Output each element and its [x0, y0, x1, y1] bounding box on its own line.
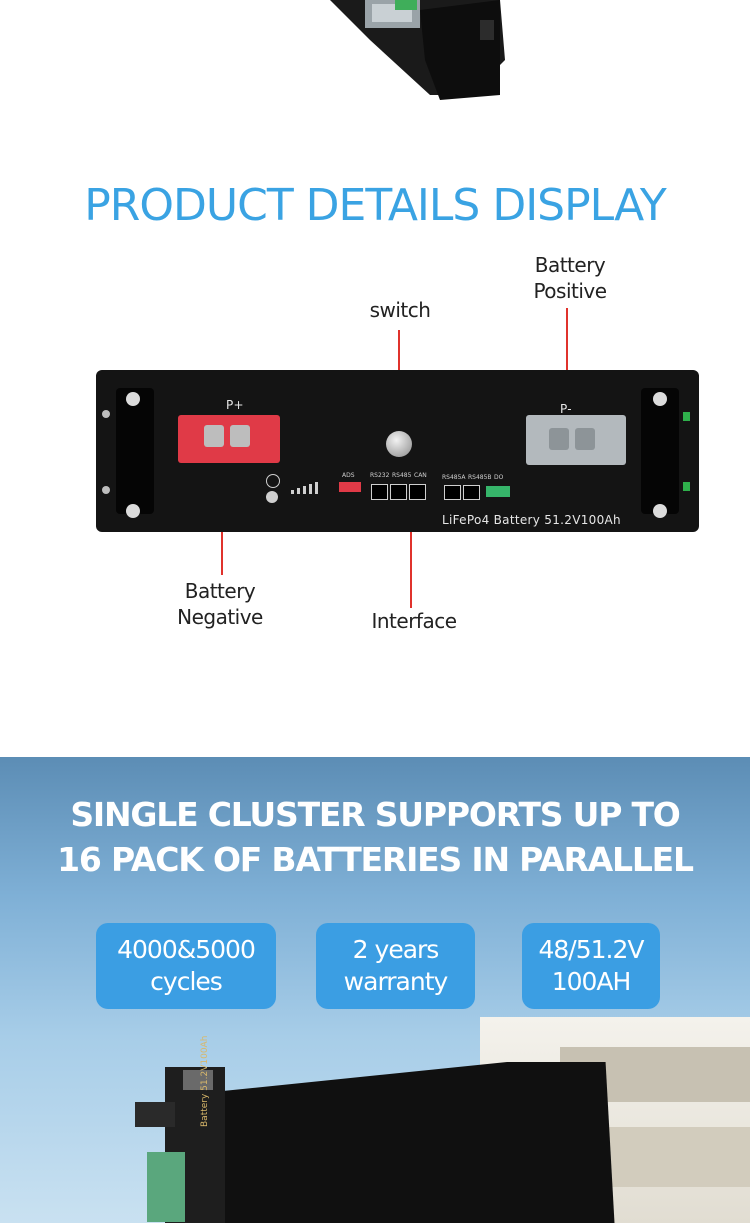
module-side-text: Battery 51.2V100Ah: [200, 1035, 210, 1127]
negative-terminal-bolt-2: [575, 428, 595, 450]
rs485a-label: RS485A: [442, 474, 466, 481]
do-terminal-connector[interactable]: [486, 486, 510, 497]
interface-callout-line: [410, 518, 412, 608]
right-handle-screw-bottom: [653, 504, 667, 518]
right-green-led-bottom: [683, 482, 690, 491]
right-handle-screw-top: [653, 392, 667, 406]
top-battery-image: [0, 0, 750, 110]
positive-terminal-block: [178, 415, 280, 463]
battery-positive-line2: Positive: [533, 279, 607, 303]
building-window-band-2: [590, 1127, 750, 1187]
rs232-port[interactable]: [371, 484, 388, 500]
battery-positive-callout-label: Battery Positive: [500, 252, 640, 304]
panel-model-text: LiFePo4 Battery 51.2V100Ah: [442, 513, 621, 527]
interface-callout-label: Interface: [371, 609, 457, 633]
ads-dip-switch[interactable]: [339, 482, 361, 492]
warranty-badge: 2 years warranty: [316, 923, 475, 1009]
section-title: PRODUCT DETAILS DISPLAY: [84, 180, 666, 231]
left-panel-screw-2: [102, 486, 110, 494]
positive-terminal-bolt-2: [230, 425, 250, 447]
switch-callout-label: switch: [369, 298, 431, 322]
do-label: DO: [494, 474, 504, 481]
right-green-led-top: [683, 412, 690, 421]
ground-symbol-icon: [266, 474, 280, 488]
negative-terminal-label: P-: [560, 402, 572, 416]
positive-terminal-label: P+: [226, 398, 244, 412]
battery-positive-callout-line: [566, 308, 568, 394]
capacity-badge: 48/51.2V 100AH: [522, 923, 660, 1009]
can-port[interactable]: [409, 484, 426, 500]
battery-negative-line1: Battery: [184, 579, 256, 603]
power-switch[interactable]: [386, 431, 412, 457]
cycles-badge: 4000&5000 cycles: [96, 923, 276, 1009]
headline-line-1: SINGLE CLUSTER SUPPORTS UP TO: [70, 795, 681, 834]
capacity-badge-voltage: 48/51.2V: [538, 935, 644, 964]
capacity-badge-amphours: 100AH: [551, 967, 632, 996]
rs232-label: RS232: [370, 472, 390, 479]
cycles-badge-unit: cycles: [150, 967, 223, 996]
battery-positive-line1: Battery: [534, 253, 606, 277]
left-mounting-handle: [116, 388, 154, 514]
negative-terminal-bolt-1: [549, 428, 569, 450]
left-handle-screw-top: [126, 392, 140, 406]
battery-front-panel: P+ ADS RS232 RS485 CAN RS485A RS485B DO …: [96, 370, 699, 532]
left-panel-screw: [102, 410, 110, 418]
headline-line-2: 16 PACK OF BATTERIES IN PARALLEL: [57, 840, 694, 879]
battery-module-image: [135, 1052, 615, 1223]
rs485-port[interactable]: [390, 484, 407, 500]
rs485b-port[interactable]: [463, 485, 480, 500]
right-mounting-handle: [641, 388, 679, 514]
battery-negative-line2: Negative: [177, 605, 263, 629]
ground-screw-icon: [266, 491, 278, 503]
ads-label: ADS: [342, 472, 355, 479]
warranty-badge-unit: warranty: [343, 967, 449, 996]
battery-negative-callout-label: Battery Negative: [150, 578, 290, 630]
rs485b-label: RS485B: [468, 474, 492, 481]
left-handle-screw-bottom: [126, 504, 140, 518]
soc-led-indicators: [291, 482, 331, 494]
rs485-label: RS485: [392, 472, 412, 479]
can-label: CAN: [414, 472, 427, 479]
positive-terminal-bolt-1: [204, 425, 224, 447]
warranty-badge-value: 2 years: [352, 935, 440, 964]
rs485a-port[interactable]: [444, 485, 461, 500]
cycles-badge-value: 4000&5000: [117, 935, 256, 964]
